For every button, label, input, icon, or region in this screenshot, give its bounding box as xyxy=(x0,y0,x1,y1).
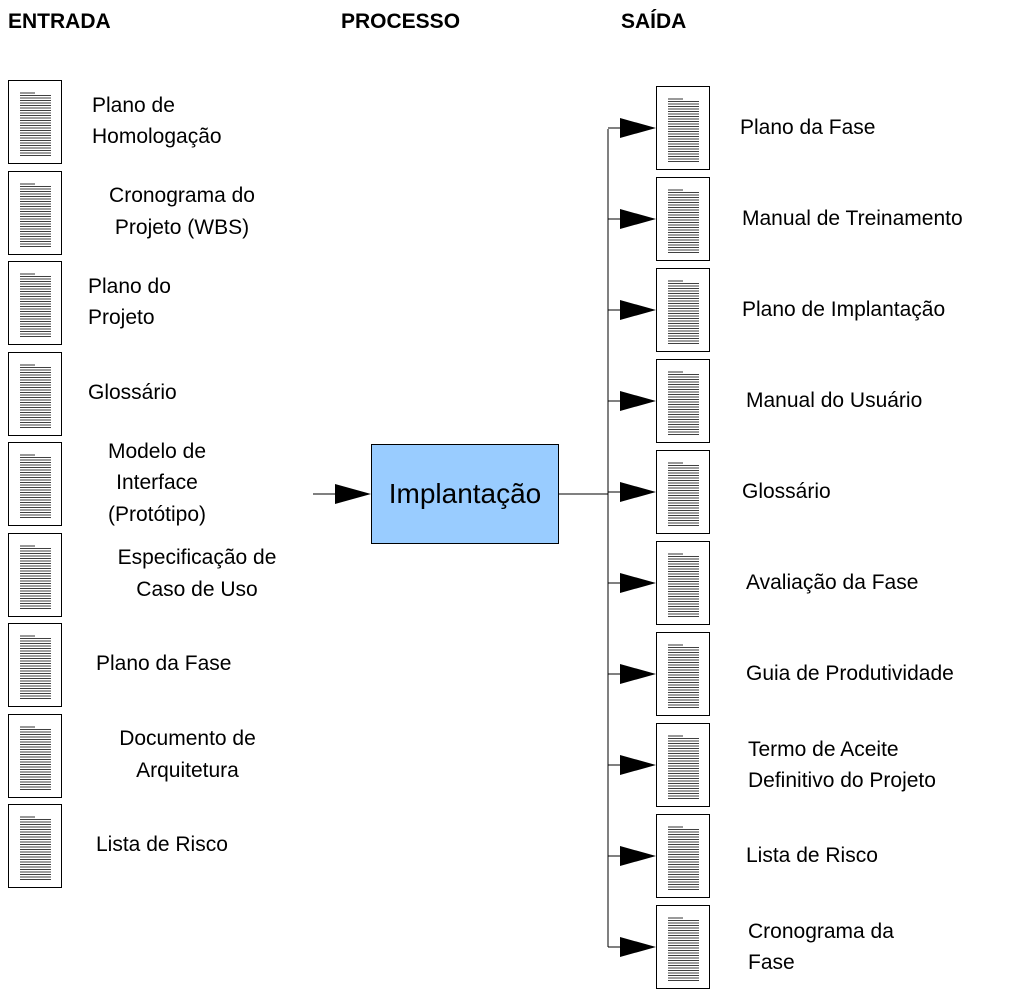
output-document-icon xyxy=(656,450,710,534)
arrow-head-icon xyxy=(620,664,656,684)
arrow-head-icon xyxy=(620,573,656,593)
output-label: Avaliação da Fase xyxy=(746,571,919,595)
arrow-head-icon xyxy=(620,209,656,229)
input-label: Plano do Projeto xyxy=(88,274,171,330)
input-label: Especificação de Caso de Uso xyxy=(117,546,277,601)
arrow-head-icon xyxy=(620,118,656,138)
output-label: Termo de Aceite Definitivo do Projeto xyxy=(748,737,936,793)
input-document-icon xyxy=(8,804,62,888)
arrow-head-icon xyxy=(620,482,656,502)
header-processo: PROCESSO xyxy=(341,10,461,33)
process-box-implantacao: Implantação xyxy=(371,444,559,544)
input-label: Lista de Risco xyxy=(96,833,228,857)
output-label: Manual do Usuário xyxy=(746,389,923,413)
input-document-icon xyxy=(8,80,62,164)
arrow-head-icon xyxy=(335,484,371,504)
process-label: Implantação xyxy=(388,478,542,509)
header-entrada: ENTRADA xyxy=(8,10,111,33)
output-document-icon xyxy=(656,86,710,170)
input-label: Modelo de Interface (Protótipo) xyxy=(107,439,207,526)
output-document-icon xyxy=(656,541,710,625)
output-document-icon xyxy=(656,814,710,898)
output-document-icon xyxy=(656,905,710,989)
input-document-icon xyxy=(8,351,62,436)
output-label: Manual de Treinamento xyxy=(742,207,963,231)
output-document-icon xyxy=(656,359,710,443)
output-label: Guia de Produtividade xyxy=(746,662,954,686)
input-document-icon xyxy=(8,532,62,617)
output-label: Cronograma da Fase xyxy=(748,919,894,975)
input-document-icon xyxy=(8,261,62,345)
header-saida: SAÍDA xyxy=(621,10,687,33)
arrow-head-icon xyxy=(620,755,656,775)
output-label: Plano da Fase xyxy=(740,116,876,140)
input-document-icon xyxy=(8,442,62,526)
arrow-head-icon xyxy=(620,300,656,320)
output-label: Lista de Risco xyxy=(746,844,878,868)
arrow-head-icon xyxy=(620,846,656,866)
input-document-icon xyxy=(8,623,62,707)
output-label: Plano de Implantação xyxy=(742,298,946,322)
output-document-icon xyxy=(656,723,710,807)
input-label: Plano da Fase xyxy=(96,652,232,676)
output-document-icon xyxy=(656,177,710,261)
input-label: Glossário xyxy=(88,380,177,404)
input-label: Documento de Arquitetura xyxy=(119,727,256,782)
output-document-icon xyxy=(656,632,710,716)
input-document-icon xyxy=(8,713,62,798)
output-label: Glossário xyxy=(742,480,831,504)
arrow-head-icon xyxy=(620,937,656,957)
input-label: Plano de Homologação xyxy=(92,93,222,149)
output-document-icon xyxy=(656,268,710,352)
arrow-head-icon xyxy=(620,391,656,411)
input-label: Cronograma do Projeto (WBS) xyxy=(109,184,255,239)
input-document-icon xyxy=(8,170,62,255)
